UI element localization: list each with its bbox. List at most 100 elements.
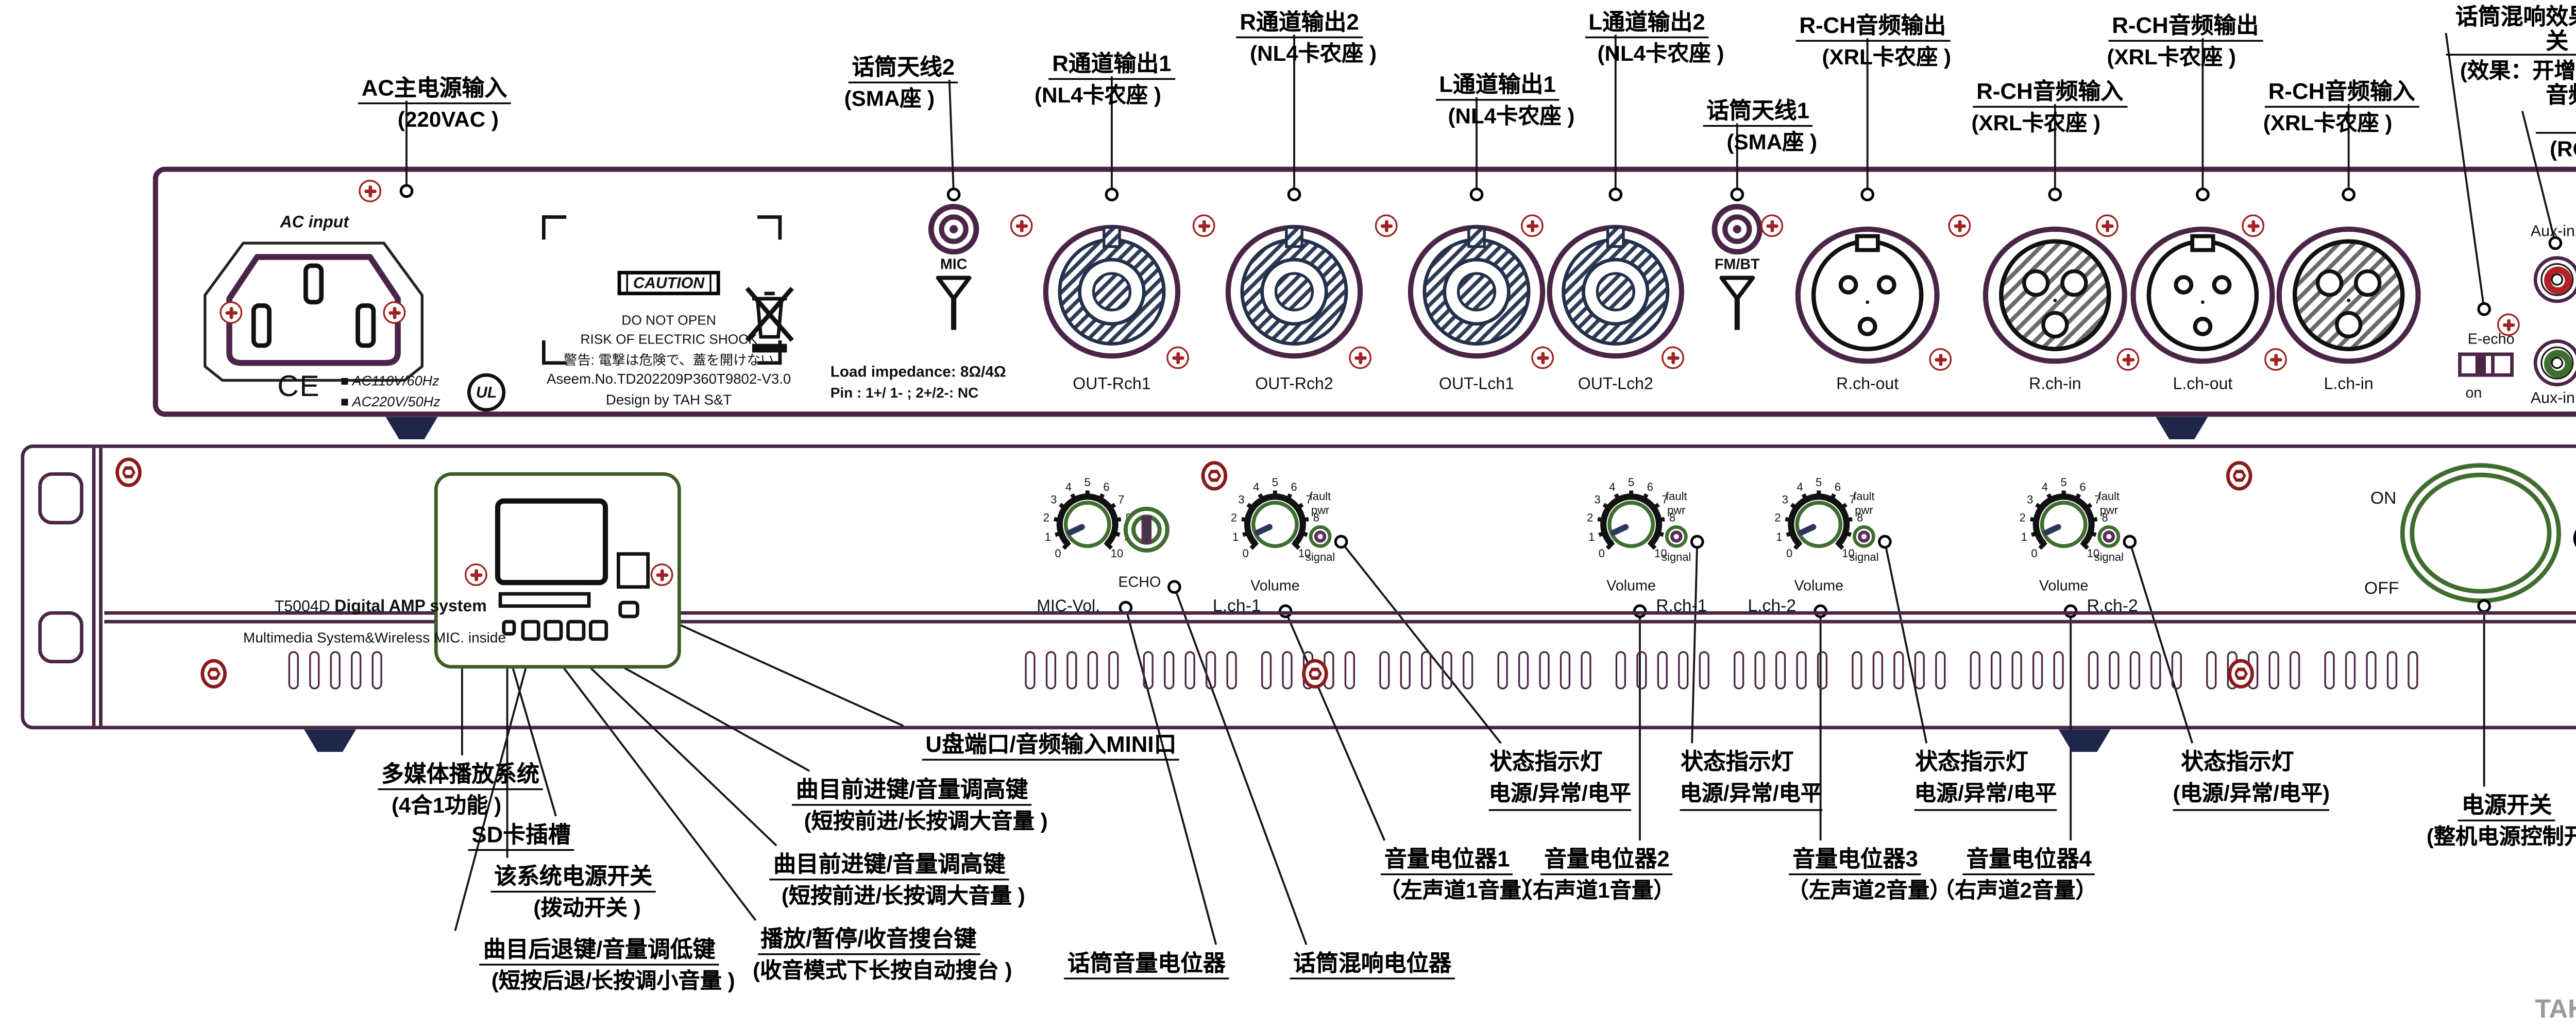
callout-label: 多媒体播放系统(4合1功能 ) bbox=[378, 759, 543, 818]
vent-slot bbox=[2206, 651, 2216, 690]
vent-slot bbox=[2053, 651, 2063, 690]
led-fault-label: fault bbox=[1666, 491, 1687, 504]
vent-slot bbox=[1442, 651, 1452, 690]
hex-center bbox=[1311, 670, 1319, 677]
callout-label: U盘端口/音频输入MINI口 bbox=[922, 729, 1180, 761]
callout-title: 播放/暂停/收音搜台键 bbox=[757, 927, 980, 955]
callout-label: 状态指示灯电源/异常/电平 bbox=[1666, 747, 1822, 811]
phillips-screw-icon bbox=[464, 563, 487, 586]
led-pwr-label: pwr bbox=[1667, 505, 1686, 518]
aux-in1-color-ring bbox=[2543, 349, 2571, 377]
speakon-label: OUT-Rch1 bbox=[1073, 375, 1151, 394]
vent-slot bbox=[1045, 651, 1056, 690]
callout-title: 曲目前进键/音量调高键 bbox=[792, 778, 1032, 805]
hex-screw-icon bbox=[2228, 659, 2254, 689]
phillips-screw-icon bbox=[1166, 346, 1189, 369]
channel-label: R.ch-2 bbox=[2087, 597, 2138, 616]
vent-slot bbox=[1164, 651, 1174, 690]
channel-label: R.ch-1 bbox=[1656, 597, 1707, 616]
bracket-mark bbox=[542, 215, 567, 240]
vent-slot bbox=[309, 651, 319, 690]
callout-subtitle: (220VAC ) bbox=[397, 107, 499, 131]
led-pwr-label: pwr bbox=[1311, 505, 1330, 518]
callout-title: SD卡插槽 bbox=[468, 823, 574, 850]
xlr-label: R.ch-in bbox=[2029, 375, 2081, 394]
front-foot-left bbox=[304, 729, 357, 752]
vent-slot bbox=[2290, 651, 2299, 690]
callout-title: 该系统电源开关 bbox=[490, 865, 656, 892]
vent-slot bbox=[1497, 651, 1507, 690]
callout-label: 状态指示灯(电源/异常/电平) bbox=[2159, 747, 2330, 811]
callout-subtitle: （左声道2音量） bbox=[1787, 878, 1952, 902]
callout-subtitle: 电源/异常/电平 bbox=[1914, 782, 2057, 811]
phillips-screw-icon bbox=[383, 301, 406, 324]
callout-subtitle: (4合1功能 ) bbox=[391, 793, 502, 817]
hex-screw-icon bbox=[200, 659, 227, 689]
callout-title: R-CH音频输出 bbox=[1795, 13, 1950, 41]
vent-slot bbox=[1678, 651, 1688, 690]
phillips-screw-icon bbox=[1375, 214, 1398, 237]
callout-subtitle: (效果：开增强/闭常规 ) bbox=[2460, 59, 2576, 84]
e-echo-on-label: on bbox=[2465, 384, 2482, 401]
mini-audio-port bbox=[618, 600, 639, 619]
callout-title: 状态指示灯 bbox=[1489, 748, 1603, 775]
caution-frame: CAUTION bbox=[617, 271, 720, 296]
model-number: T5004D bbox=[274, 597, 330, 615]
vent-slot bbox=[2324, 651, 2334, 690]
callout-subtitle: (短按前进/长按调大音量 ) bbox=[781, 883, 1025, 907]
vent-slot bbox=[1754, 651, 1765, 690]
led-signal-label: signal bbox=[1662, 552, 1691, 564]
vent-slot bbox=[371, 651, 382, 690]
status-led-inner bbox=[1670, 530, 1683, 543]
vent-slot bbox=[1817, 651, 1827, 690]
vent-slot bbox=[2011, 651, 2022, 690]
aux-in1-jack bbox=[2533, 339, 2576, 387]
rack-ear-hole bbox=[38, 611, 83, 664]
phillips-screw-icon bbox=[1192, 214, 1215, 237]
media-button-5 bbox=[589, 620, 608, 641]
caution-line5: Design by TAH S&T bbox=[605, 392, 732, 408]
callout-subtitle: (NL4卡农座 ) bbox=[1035, 82, 1161, 107]
vent-slot bbox=[1539, 651, 1549, 690]
volume-label: Volume bbox=[1606, 576, 1656, 594]
led-signal-label: signal bbox=[2094, 552, 2124, 564]
phillips-screw-icon bbox=[1349, 346, 1372, 369]
vent-slot bbox=[2109, 651, 2119, 690]
model-title: T5004D Digital AMP system bbox=[275, 597, 487, 616]
vent-slot bbox=[1143, 651, 1153, 690]
callout-title: R-CH音频输入 bbox=[2264, 80, 2419, 107]
load-impedance-line2: Pin : 1+/ 1- ; 2+/2-: NC bbox=[830, 384, 979, 401]
vent-slot bbox=[2088, 651, 2098, 690]
callout-title: 曲目后退键/音量调低键 bbox=[480, 937, 719, 965]
status-led bbox=[2097, 525, 2121, 548]
vent-slot bbox=[1615, 651, 1625, 690]
vent-slot bbox=[1206, 651, 1215, 690]
vent-slot bbox=[1261, 651, 1271, 690]
hex-screw-icon bbox=[1201, 461, 1228, 491]
aux-in1-label: Aux-in1 bbox=[2530, 389, 2576, 407]
callout-label: 音频辅助输入(RCA非平衡 ) bbox=[2536, 83, 2576, 163]
bracket-mark bbox=[542, 340, 567, 365]
callout-label: 音量电位器1（左声道1音量） bbox=[1365, 844, 1543, 903]
callout-subtitle: (收音模式下长按自动搜台 ) bbox=[753, 957, 1012, 982]
callout-label: 音量电位器4（右声道2音量） bbox=[1933, 844, 2111, 903]
callout-title: 话筒音量电位器 bbox=[1064, 951, 1229, 979]
caution-line1: DO NOT OPEN bbox=[621, 312, 716, 329]
callout-title: 曲目前进键/音量调高键 bbox=[770, 852, 1009, 880]
aux-in2-label: Aux-in2 bbox=[2530, 222, 2576, 240]
callout-title: 电源开关 bbox=[2458, 793, 2555, 821]
callout-title: 音量电位器3 bbox=[1789, 847, 1922, 875]
volt-option-2: ■ AC220V/50Hz bbox=[340, 394, 440, 410]
callout-subtitle: （左声道1音量） bbox=[1379, 878, 1543, 902]
vent-slot bbox=[2032, 651, 2042, 690]
callout-title: R通道输出1 bbox=[1048, 52, 1175, 79]
callout-subtitle: （右声道2音量） bbox=[1933, 878, 2097, 902]
rear-foot-right bbox=[2156, 417, 2208, 440]
speakon-label: OUT-Lch1 bbox=[1439, 375, 1515, 394]
mic-label: MIC bbox=[940, 255, 968, 273]
callout-title: 状态指示灯 bbox=[2181, 748, 2294, 775]
media-button-3 bbox=[544, 620, 563, 641]
vent-slot bbox=[1560, 651, 1570, 690]
callout-label: 状态指示灯电源/异常/电平 bbox=[1901, 747, 2057, 811]
